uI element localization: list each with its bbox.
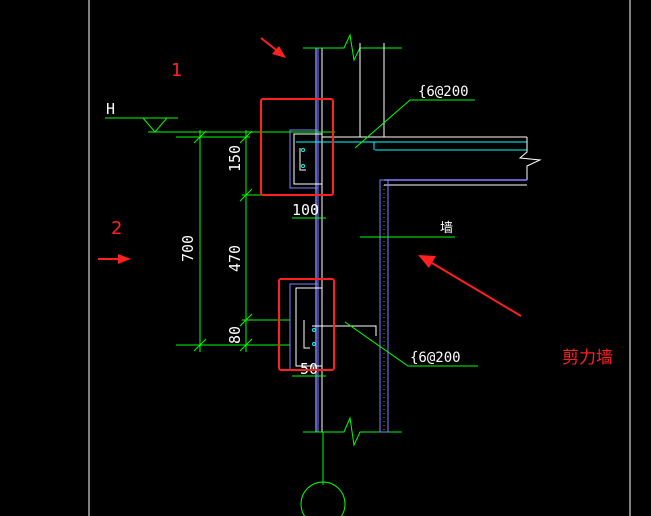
red-arrow-shear-wall: [418, 255, 522, 317]
rebar-callout-upper: {6@200: [418, 84, 469, 100]
dimension-width-upper: 100: [292, 201, 319, 219]
highlight-box-upper: [260, 98, 334, 196]
dimension-lines: [176, 130, 326, 377]
shear-wall: [359, 43, 389, 433]
highlight-box-lower: [278, 278, 335, 371]
dimension-middle: 470: [226, 245, 244, 272]
annotation-marker-1: 1: [171, 60, 182, 81]
axis-bubble: [300, 481, 346, 516]
dimension-upper: 150: [226, 145, 244, 172]
vertical-wall: [315, 48, 324, 485]
floor-slab: [322, 136, 542, 186]
red-arrow-2: [98, 254, 131, 264]
elevation-label: H: [106, 100, 115, 118]
red-arrow-1: [260, 37, 286, 58]
rebar-callout-lower: {6@200: [410, 350, 461, 366]
upper-rebar-detail: [289, 129, 375, 189]
shear-wall-label: 剪力墙: [562, 348, 613, 368]
dimension-lower: 80: [226, 326, 244, 344]
elevation-marker: [105, 117, 335, 133]
break-line-bottom: [303, 416, 402, 447]
annotation-marker-2: 2: [111, 218, 122, 239]
break-line-top: [303, 33, 402, 62]
wall-tag: 墙: [440, 221, 453, 236]
dimension-total: 700: [179, 235, 197, 262]
rebar-leaders: [344, 99, 478, 367]
